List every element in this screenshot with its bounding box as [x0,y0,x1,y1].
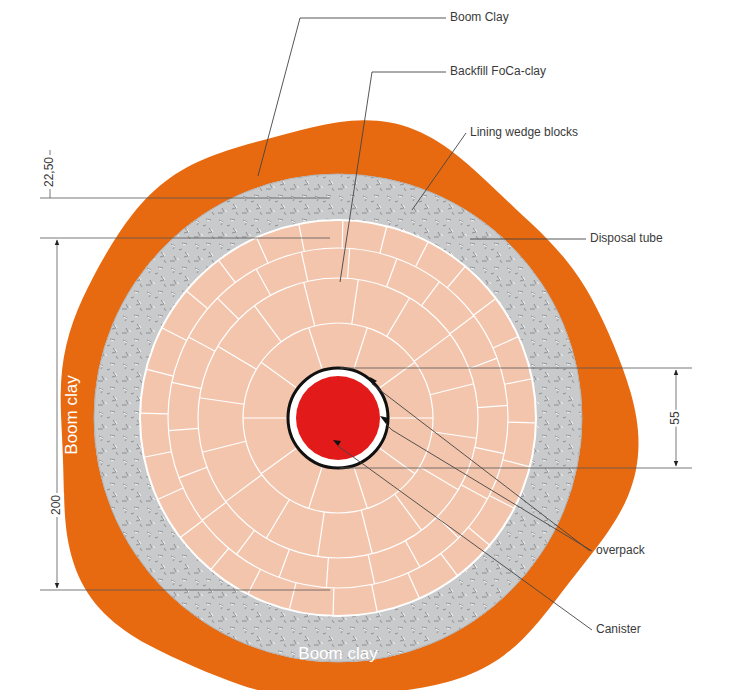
block-joint [390,417,433,418]
block-joint [243,417,286,418]
block-joint [368,555,374,584]
block-joint [380,449,415,474]
block-joint [162,328,187,341]
block-joint [189,337,215,351]
block-joint [180,521,202,538]
block-joint [140,413,168,415]
block-joint [361,510,372,554]
block-joint [380,362,415,387]
block-joint [146,369,173,376]
block-joint [372,585,378,612]
lining-wedge-blocks [94,174,582,662]
block-joint [218,346,257,369]
block-joint [416,242,429,267]
callout-label: Lining wedge blocks [470,126,578,140]
block-joint [352,279,359,324]
block-joint [301,252,307,281]
callout-label: Backfill FoCa-clay [450,65,546,79]
block-joint [473,298,495,315]
block-joint [461,485,487,499]
block-joint [387,298,410,337]
block-joint [508,422,536,424]
block-joint [493,337,519,349]
block-joint [304,282,315,326]
block-joint [218,260,235,282]
block-joint [179,467,207,478]
block-joint [202,502,226,520]
block-joint [430,384,474,395]
block-joint [172,382,201,388]
callout-label: Disposal tube [590,232,663,246]
block-joint [441,553,458,575]
block-joint [505,379,532,385]
block-joint [266,500,289,539]
callout-label: Canister [596,623,641,637]
block-joint [469,358,497,369]
block-joint [202,441,246,452]
block-joint [420,467,459,490]
block-joint [318,512,325,557]
block-joint [348,248,350,278]
dimension-lines [40,150,692,590]
block-joint [503,460,530,467]
block-joint [326,558,328,588]
block-joint [261,362,296,387]
block-joint [395,494,422,530]
leader-lines [258,18,592,630]
block-joint [414,334,450,361]
block-joint [237,530,255,554]
block-joint [309,467,322,508]
backfill-foca-clay [140,220,536,616]
block-ring [198,278,478,558]
block-joint [309,328,322,369]
block-joint [342,220,344,248]
ring-label: Boom clay [298,644,377,664]
block-joint [279,549,289,577]
block-joint [254,306,281,342]
block-ring [168,248,508,588]
overpack-ring [288,368,388,468]
block-joint [256,269,270,295]
block-joint [261,449,296,474]
block-joint [217,298,238,319]
block-joint [199,398,244,405]
boom-clay-ring [61,120,639,690]
disposal-tube-edge [94,174,582,662]
block-joint [289,583,296,610]
block-ring [243,323,433,513]
dimension-value: 200 [50,493,64,517]
block-joint [333,588,335,616]
block-joint [144,452,171,458]
dimension-value: 22,50 [43,155,57,189]
block-joint [211,548,229,569]
leader-heads [333,377,389,446]
block-joint [168,428,198,430]
block-joint [257,238,269,264]
callout-label: Boom Clay [450,11,509,25]
backfill-block-joints [140,220,536,616]
canister-body [296,376,380,460]
block-joint [408,573,420,599]
block-joint [387,259,397,287]
block-joint [248,569,261,594]
block-joint [450,316,474,334]
dimension-value: 55 [669,409,683,426]
block-joint [226,475,262,502]
block-joint [354,467,367,508]
ring-label: Boom clay [62,375,82,454]
block-joint [478,405,508,407]
block-joint [422,282,440,306]
block-joint [447,266,465,287]
block-joint [475,447,504,453]
block-joint [186,291,207,309]
block-joint [354,328,367,369]
callout-label: overpack [596,544,645,558]
block-joint [405,541,419,567]
block-joint [380,226,387,253]
block-joint [158,488,184,500]
